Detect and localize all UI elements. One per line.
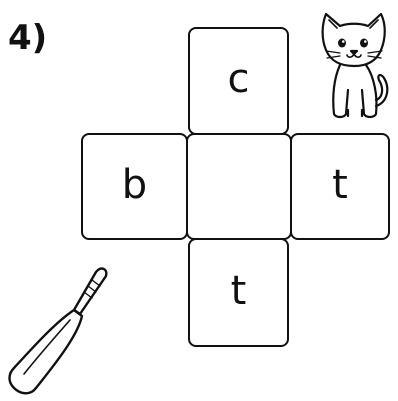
letter-box-top[interactable]: c <box>188 27 289 135</box>
letter-box-right[interactable]: t <box>290 133 390 240</box>
letter-box-left[interactable]: b <box>81 133 188 240</box>
letter-box-bottom[interactable]: t <box>188 238 289 347</box>
question-number: 4) <box>8 18 47 58</box>
cat-icon <box>318 10 390 122</box>
cricket-bat-icon <box>0 262 120 401</box>
letter-top: c <box>228 59 250 99</box>
letter-bottom: t <box>231 271 247 311</box>
letter-box-center[interactable] <box>186 133 292 240</box>
letter-left: b <box>122 165 147 205</box>
letter-right: t <box>332 165 348 205</box>
